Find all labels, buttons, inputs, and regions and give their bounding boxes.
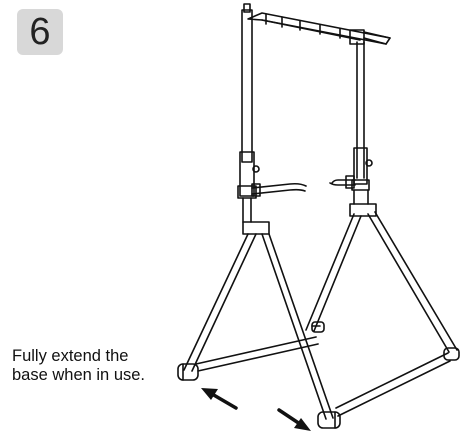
instruction-line-1: Fully extend the [12,347,129,365]
front-left-handle [251,182,307,197]
step-number-badge: 6 [17,9,63,55]
right-base-bar [317,352,451,429]
front-left-upright [237,3,270,235]
arrow-left-icon [201,388,238,410]
arrow-right-icon [277,408,311,431]
step-number: 6 [29,11,51,53]
back-right-frame [305,211,460,361]
back-right-handle [329,175,356,189]
left-base-bar [177,336,319,381]
pull-up-bar [247,12,391,45]
instruction-caption: Fully extend the base when in use. [12,347,197,385]
back-right-upright [349,41,377,217]
instruction-line-2: base when in use. [12,366,146,384]
extend-arrows [201,388,311,431]
front-frame [183,233,334,420]
